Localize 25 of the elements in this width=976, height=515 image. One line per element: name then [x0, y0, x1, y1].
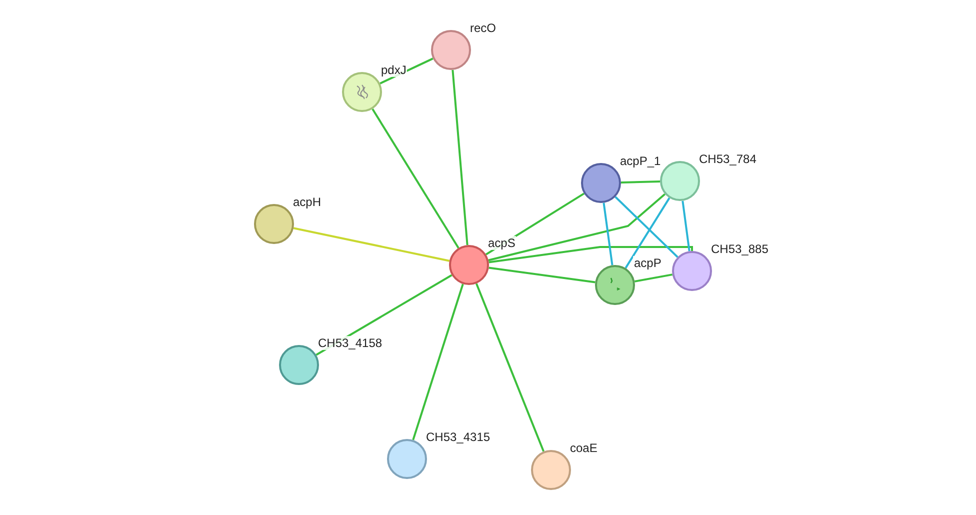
node-label: acpS — [487, 236, 516, 250]
connector-line — [620, 180, 660, 184]
node-label: coaE — [569, 441, 598, 455]
connector-line — [488, 193, 666, 262]
connector-line — [476, 283, 544, 452]
node-label: acpH — [292, 195, 322, 209]
connector-line — [372, 108, 460, 249]
node-label: CH53_885 — [710, 242, 770, 256]
connector-line — [412, 284, 464, 440]
node-label: recO — [469, 21, 498, 35]
connector-line — [624, 197, 670, 269]
connector-line — [488, 246, 693, 264]
connector-line — [488, 266, 596, 284]
node-label: CH53_784 — [698, 152, 758, 166]
node-label: pdxJ — [380, 63, 408, 77]
node-label: acpP — [633, 256, 662, 270]
node-label: acpP_1 — [619, 154, 662, 168]
connector-line — [293, 227, 450, 262]
connector-line — [452, 70, 468, 246]
connector-line — [682, 200, 690, 252]
node-label: CH53_4315 — [425, 430, 492, 444]
connector-line — [634, 274, 672, 282]
connector-line — [602, 202, 614, 266]
node-label: CH53_4158 — [317, 336, 384, 350]
connector-line — [614, 196, 678, 258]
